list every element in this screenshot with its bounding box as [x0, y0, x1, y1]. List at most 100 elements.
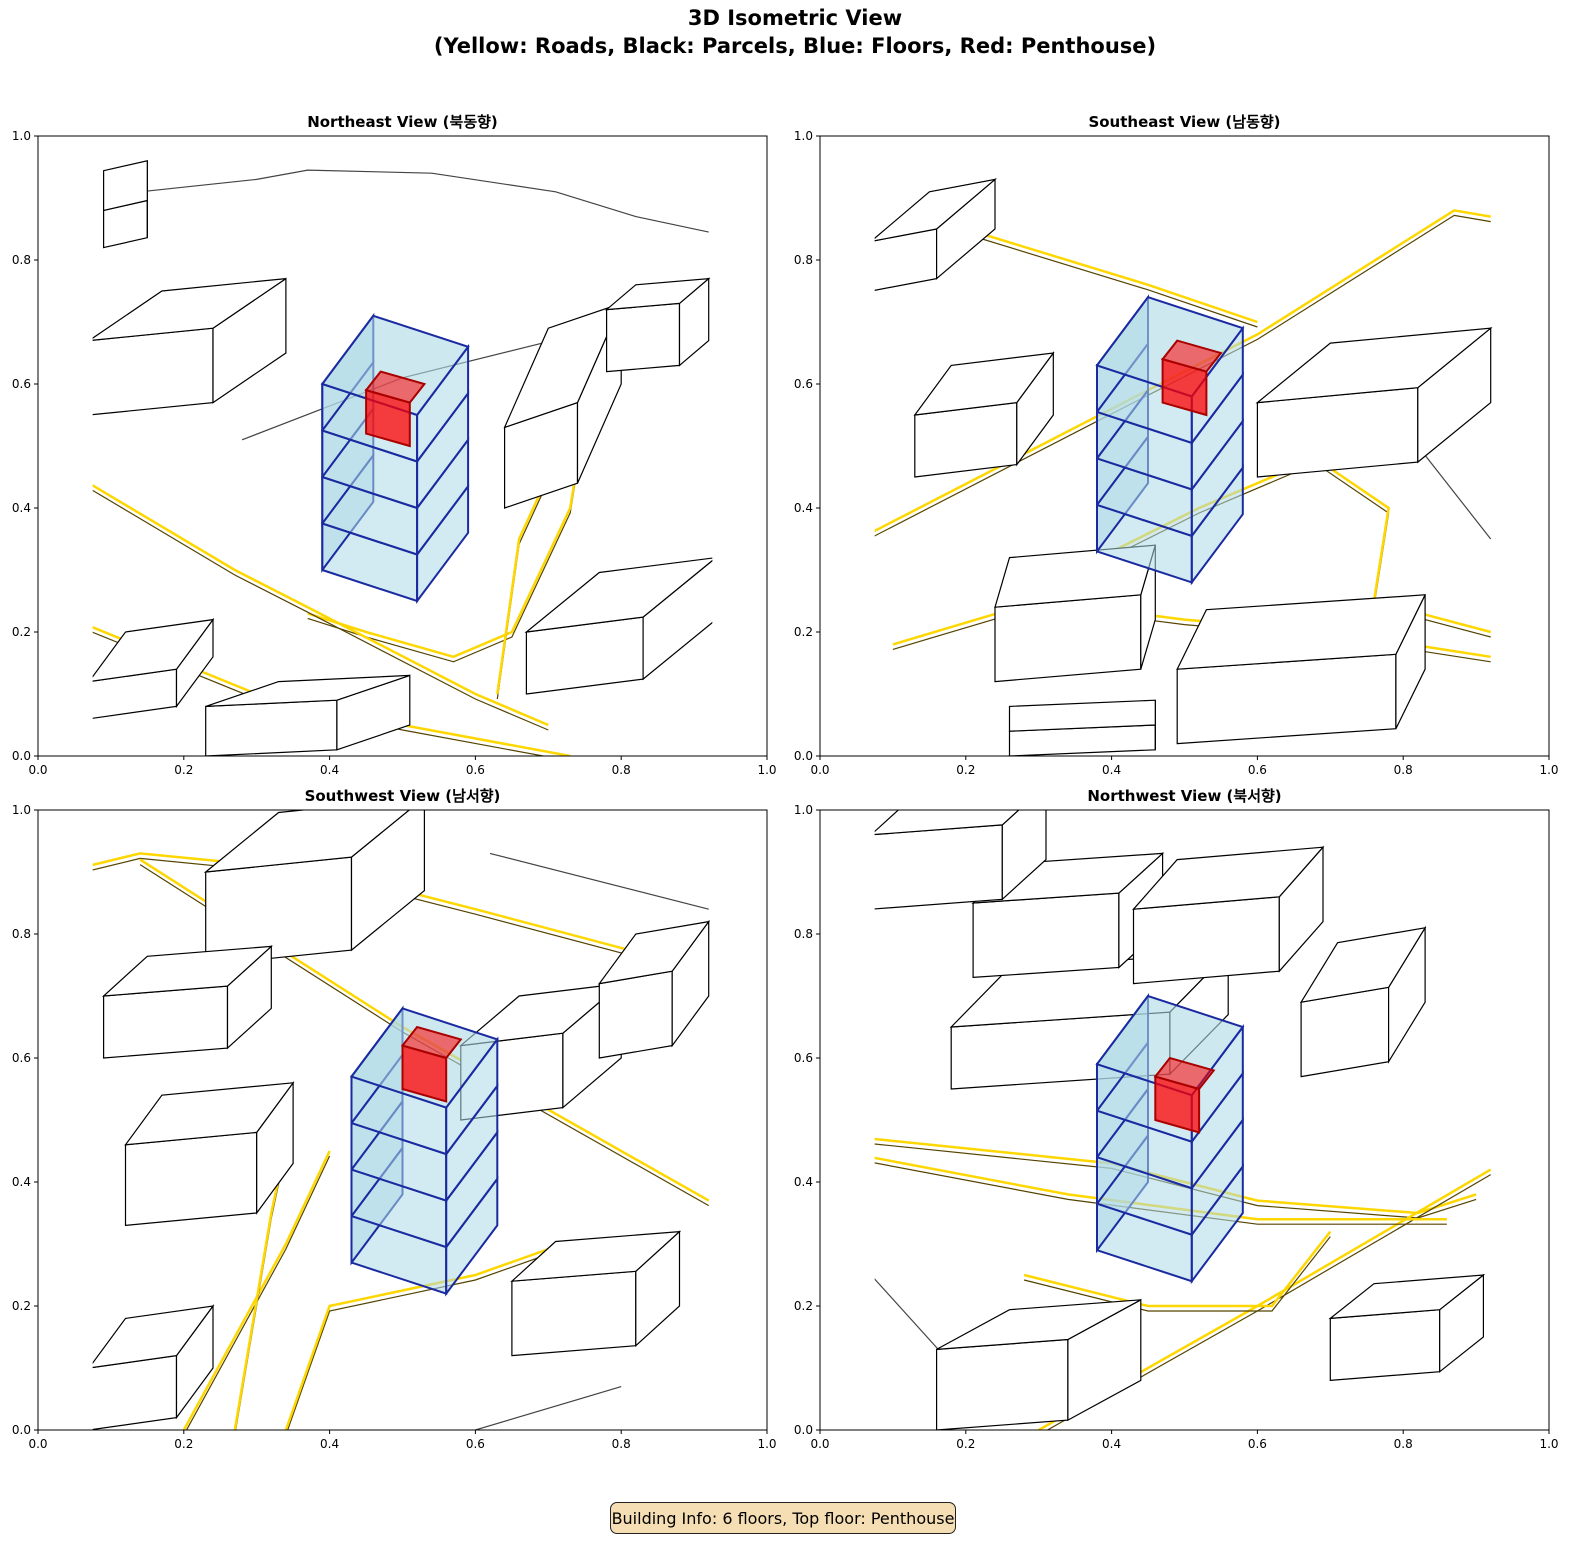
y-tick-label: 0.2	[794, 625, 813, 639]
parcel-building-front	[935, 1338, 1069, 1430]
x-tick-label: 0.6	[466, 763, 485, 777]
parcel-boundary-line	[489, 852, 709, 910]
subplot-title: Southwest View (남서향)	[305, 787, 501, 805]
parcel-building-top	[597, 920, 711, 985]
parcel-building-top	[92, 1305, 215, 1369]
parcel-edge	[92, 489, 549, 731]
parcel-building-side	[350, 810, 425, 952]
penthouse-top	[1160, 339, 1223, 373]
x-tick-label: 0.4	[320, 1437, 339, 1451]
axes-frame	[819, 135, 1550, 757]
y-tick-label: 0.2	[12, 625, 31, 639]
y-tick-label: 0.4	[12, 1175, 31, 1189]
penthouse-top	[1153, 1056, 1216, 1091]
parcel-building-front	[994, 594, 1142, 683]
y-tick-label: 0.0	[12, 1423, 31, 1437]
x-tick-label: 0.4	[1102, 763, 1121, 777]
penthouse-top	[400, 1025, 463, 1060]
parcel-building-top	[1008, 699, 1156, 732]
axes-frame	[37, 809, 768, 1431]
y-tick-label: 0.4	[794, 501, 813, 515]
parcel-building-front	[605, 302, 681, 373]
y-tick-label: 0.8	[794, 253, 813, 267]
y-tick-label: 0.0	[12, 749, 31, 763]
parcel-building-front	[102, 985, 229, 1059]
parcel-building-front	[1329, 1309, 1441, 1382]
parcel-building-front	[914, 401, 1018, 478]
parcel-building-front	[1300, 986, 1390, 1078]
x-tick-label: 0.2	[174, 1437, 193, 1451]
x-tick-label: 0.6	[1248, 1437, 1267, 1451]
parcel-building-front	[124, 1131, 258, 1227]
scene	[92, 810, 711, 1430]
parcel-building-front	[1256, 387, 1419, 478]
x-tick-label: 1.0	[757, 763, 776, 777]
subplot-title: Northwest View (북서향)	[1087, 787, 1281, 805]
parcel-building-top	[524, 557, 713, 633]
parcel-building-front	[598, 970, 673, 1059]
parcel-building-top	[510, 1230, 682, 1282]
parcel-building-front	[1132, 896, 1280, 985]
parcel-building-front	[92, 1354, 178, 1430]
y-tick-label: 1.0	[12, 129, 31, 143]
parcel-edge	[874, 1143, 1477, 1219]
parcel-edge	[287, 1248, 564, 1430]
parcel-boundary-line	[1417, 445, 1492, 540]
x-tick-label: 0.8	[612, 1437, 631, 1451]
road-line	[182, 1150, 331, 1430]
y-tick-label: 0.6	[794, 1051, 813, 1065]
road-line	[284, 1242, 564, 1430]
parcel-edge	[965, 233, 1258, 328]
x-tick-label: 0.8	[612, 763, 631, 777]
subplot-title: Northeast View (북동향)	[307, 113, 498, 131]
y-tick-label: 0.6	[794, 377, 813, 391]
parcel-building-top	[92, 618, 215, 682]
parcel-edge	[1023, 1236, 1331, 1312]
x-tick-label: 0.6	[466, 1437, 485, 1451]
parcel-building-top	[102, 160, 148, 212]
road-line	[874, 1137, 1477, 1215]
x-tick-label: 0.6	[1248, 763, 1267, 777]
x-tick-label: 0.2	[956, 763, 975, 777]
x-tick-label: 0.4	[320, 763, 339, 777]
building-info-box: Building Info: 6 floors, Top floor: Pent…	[610, 1502, 956, 1534]
road-line	[874, 209, 1491, 533]
axes-frame	[37, 135, 768, 757]
y-tick-label: 0.4	[12, 501, 31, 515]
x-tick-label: 1.0	[757, 1437, 776, 1451]
x-tick-label: 0.4	[1102, 1437, 1121, 1451]
parcel-building-front	[511, 1270, 637, 1357]
y-tick-label: 0.8	[12, 927, 31, 941]
road-line	[92, 483, 549, 727]
y-tick-label: 0.4	[794, 1175, 813, 1189]
y-tick-label: 0.8	[794, 927, 813, 941]
x-tick-label: 0.8	[1394, 763, 1413, 777]
x-tick-label: 0.0	[810, 1437, 829, 1451]
parcel-building-front	[92, 327, 214, 416]
y-tick-label: 0.0	[794, 749, 813, 763]
parcel-building-top	[1255, 327, 1493, 404]
parcel-edge	[185, 1155, 331, 1430]
x-tick-label: 1.0	[1539, 1437, 1558, 1451]
parcel-building-front	[972, 892, 1120, 979]
y-tick-label: 0.2	[794, 1299, 813, 1313]
parcel-building-top	[205, 674, 410, 707]
parcel-building-front	[205, 856, 353, 966]
parcel-building-front	[874, 824, 1003, 910]
parcel-building-top	[1132, 846, 1325, 910]
x-tick-label: 1.0	[1539, 763, 1558, 777]
x-tick-label: 0.8	[1394, 1437, 1413, 1451]
parcel-building-top	[913, 352, 1055, 416]
scene	[92, 160, 713, 756]
x-tick-label: 0.0	[28, 763, 47, 777]
parcel-building-top	[124, 1082, 295, 1146]
parcel-building-top	[1328, 1274, 1486, 1320]
title-line-2: (Yellow: Roads, Black: Parcels, Blue: Fl…	[433, 34, 1157, 58]
y-tick-label: 1.0	[12, 803, 31, 817]
parcel-boundary-line	[140, 169, 709, 233]
parcel-building-top	[1176, 594, 1427, 670]
y-tick-label: 1.0	[794, 803, 813, 817]
x-tick-label: 0.0	[28, 1437, 47, 1451]
